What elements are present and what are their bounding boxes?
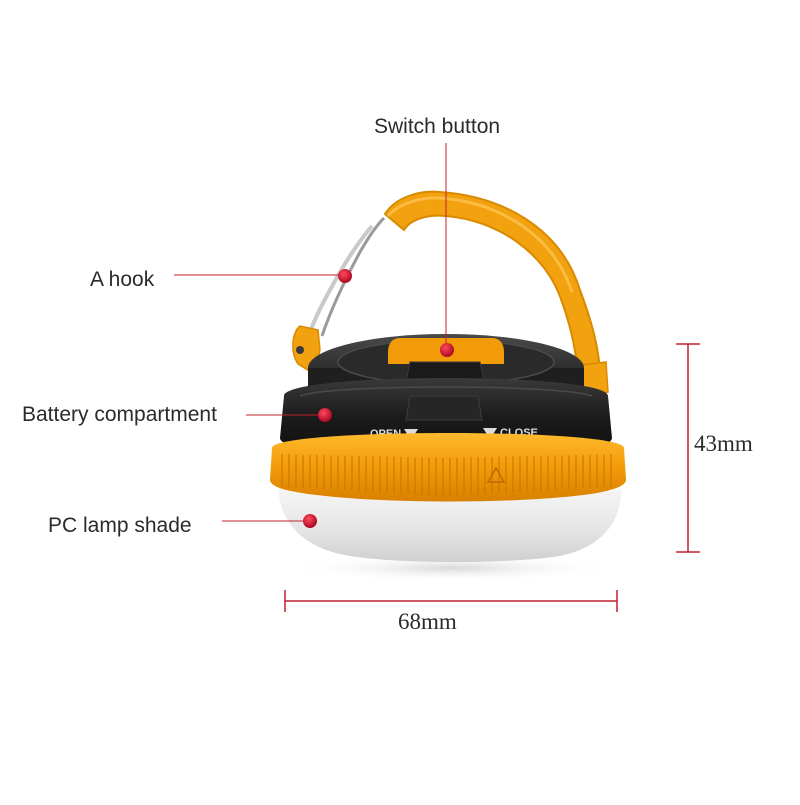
battery-compartment-label: Battery compartment [22,403,217,426]
height-dimension-line [676,343,700,553]
hook-wire [306,224,374,339]
hook-label: A hook [90,268,155,291]
battery-marker-dot [318,408,332,422]
height-dimension-label: 43mm [694,431,753,456]
pc-lamp-shade [278,488,622,562]
shade-marker-dot [303,514,317,528]
switch-marker-dot [440,343,454,357]
width-dimension-label: 68mm [398,609,457,634]
lamp-shade-label: PC lamp shade [48,514,192,537]
ground-shadow [287,554,617,582]
switch-button-label: Switch button [374,115,501,138]
hook-marker-dot [338,269,352,283]
width-dimension-line [284,590,618,612]
